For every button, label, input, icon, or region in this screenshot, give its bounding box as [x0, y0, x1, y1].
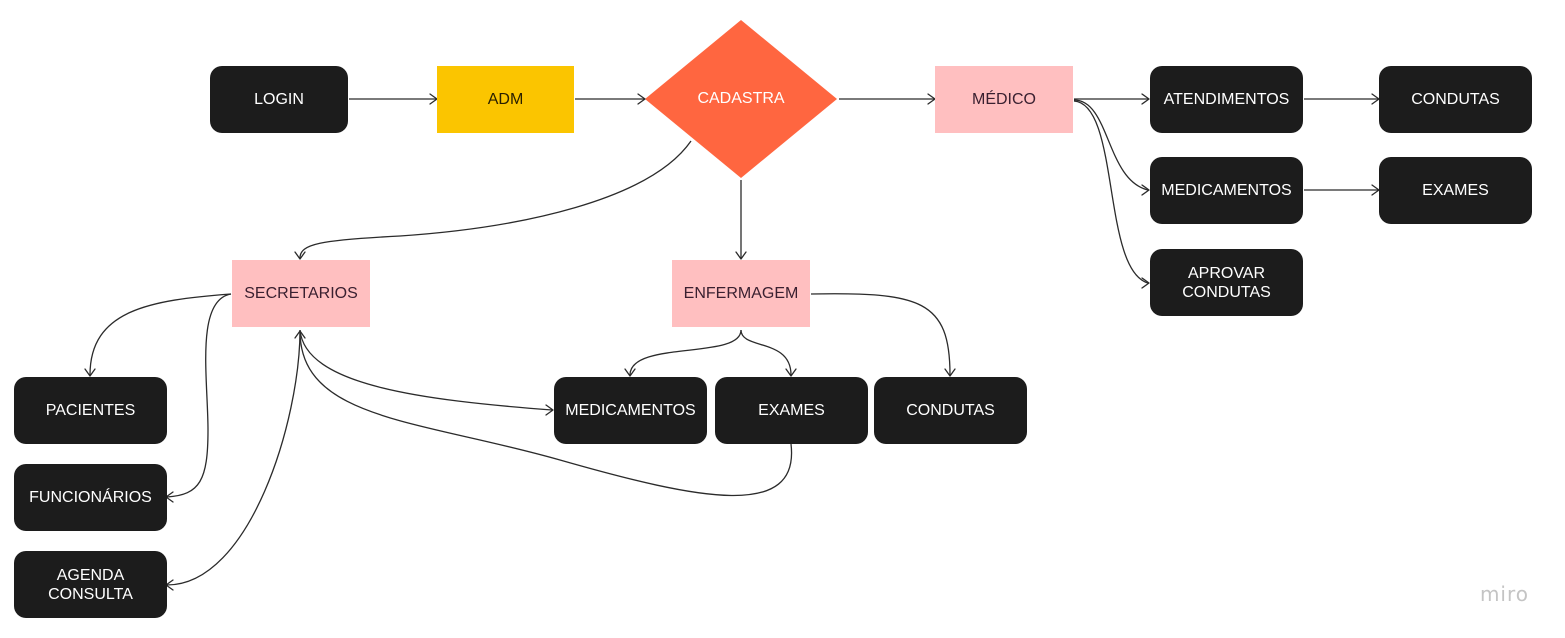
- medico-label: MÉDICO: [972, 91, 1036, 108]
- medico-condutas-node[interactable]: CONDUTAS: [1379, 66, 1532, 133]
- login-node[interactable]: LOGIN: [210, 66, 348, 133]
- arrow-secretarios-to-pacientes: [89, 293, 232, 376]
- arrowhead: [944, 368, 956, 377]
- enfermagem-condutas-label: CONDUTAS: [906, 402, 995, 419]
- condutas-label: CONDUTAS: [1411, 91, 1500, 108]
- arrowhead: [84, 368, 96, 377]
- arrow-secretarios-to-funcionarios: [166, 293, 232, 498]
- medicamentos-label: MEDICAMENTOS: [1161, 182, 1292, 199]
- miro-watermark: miro: [1479, 582, 1529, 606]
- funcionarios-label: FUNCIONÁRIOS: [29, 489, 152, 506]
- arrow-enfermagem-to-condutas: [810, 293, 951, 376]
- medico-aprovar-condutas-node[interactable]: APROVAR CONDUTAS: [1150, 249, 1303, 316]
- cadastra-label: CADASTRA: [697, 90, 785, 107]
- login-label: LOGIN: [254, 91, 304, 108]
- secretarios-funcionarios-node[interactable]: FUNCIONÁRIOS: [14, 464, 167, 531]
- arrowhead: [735, 251, 747, 260]
- arrow-enfermagem-to-exames: [740, 329, 792, 376]
- cadastra-diamond[interactable]: [645, 20, 837, 178]
- adm-label: ADM: [487, 91, 524, 108]
- arrowhead: [545, 404, 554, 416]
- arrow-exames-to-secretarios: [299, 330, 793, 497]
- arrow-medico-to-aprovar-condutas: [1073, 100, 1149, 284]
- arrow-cadastra-to-secretarios: [299, 140, 692, 259]
- arrowhead: [624, 368, 636, 377]
- atendimentos-label: ATENDIMENTOS: [1163, 91, 1290, 108]
- medico-exames-node[interactable]: EXAMES: [1379, 157, 1532, 224]
- exames-label: EXAMES: [1422, 182, 1489, 199]
- enfermagem-node[interactable]: ENFERMAGEM: [672, 260, 810, 327]
- aprovar-condutas-label-line1: APROVAR: [1187, 264, 1266, 282]
- medico-node[interactable]: MÉDICO: [935, 66, 1073, 133]
- enfermagem-condutas-node[interactable]: CONDUTAS: [874, 377, 1027, 444]
- enfermagem-medicamentos-label: MEDICAMENTOS: [565, 402, 696, 419]
- enfermagem-exames-node[interactable]: EXAMES: [715, 377, 868, 444]
- enfermagem-medicamentos-node[interactable]: MEDICAMENTOS: [554, 377, 707, 444]
- agenda-consulta-label-line2: CONSULTA: [48, 585, 133, 603]
- arrow-secretarios-to-agenda: [166, 329, 301, 586]
- secretarios-node[interactable]: SECRETARIOS: [232, 260, 370, 327]
- arrowhead: [1141, 93, 1150, 105]
- arrowhead: [1141, 277, 1150, 289]
- adm-node[interactable]: ADM: [437, 66, 574, 133]
- enfermagem-exames-label: EXAMES: [758, 402, 825, 419]
- pacientes-label: PACIENTES: [45, 402, 136, 419]
- secretarios-label: SECRETARIOS: [244, 285, 358, 302]
- medico-atendimentos-node[interactable]: ATENDIMENTOS: [1150, 66, 1303, 133]
- arrowhead: [785, 368, 797, 377]
- arrowhead: [294, 330, 306, 339]
- arrow-secretarios-to-medicamentos: [299, 329, 553, 411]
- cadastra-node[interactable]: CADASTRA: [645, 20, 837, 178]
- arrow-medico-to-medicamentos: [1073, 99, 1149, 191]
- agenda-consulta-label-line1: AGENDA: [56, 566, 125, 584]
- secretarios-agenda-consulta-node[interactable]: AGENDA CONSULTA: [14, 551, 167, 618]
- aprovar-condutas-label-line2: CONDUTAS: [1182, 283, 1271, 301]
- arrow-enfermagem-to-medicamentos: [629, 329, 742, 376]
- arrowhead: [294, 251, 306, 260]
- arrowhead: [1141, 184, 1150, 196]
- secretarios-pacientes-node[interactable]: PACIENTES: [14, 377, 167, 444]
- arrowhead: [637, 93, 646, 105]
- medico-medicamentos-node[interactable]: MEDICAMENTOS: [1150, 157, 1303, 224]
- enfermagem-label: ENFERMAGEM: [683, 285, 799, 302]
